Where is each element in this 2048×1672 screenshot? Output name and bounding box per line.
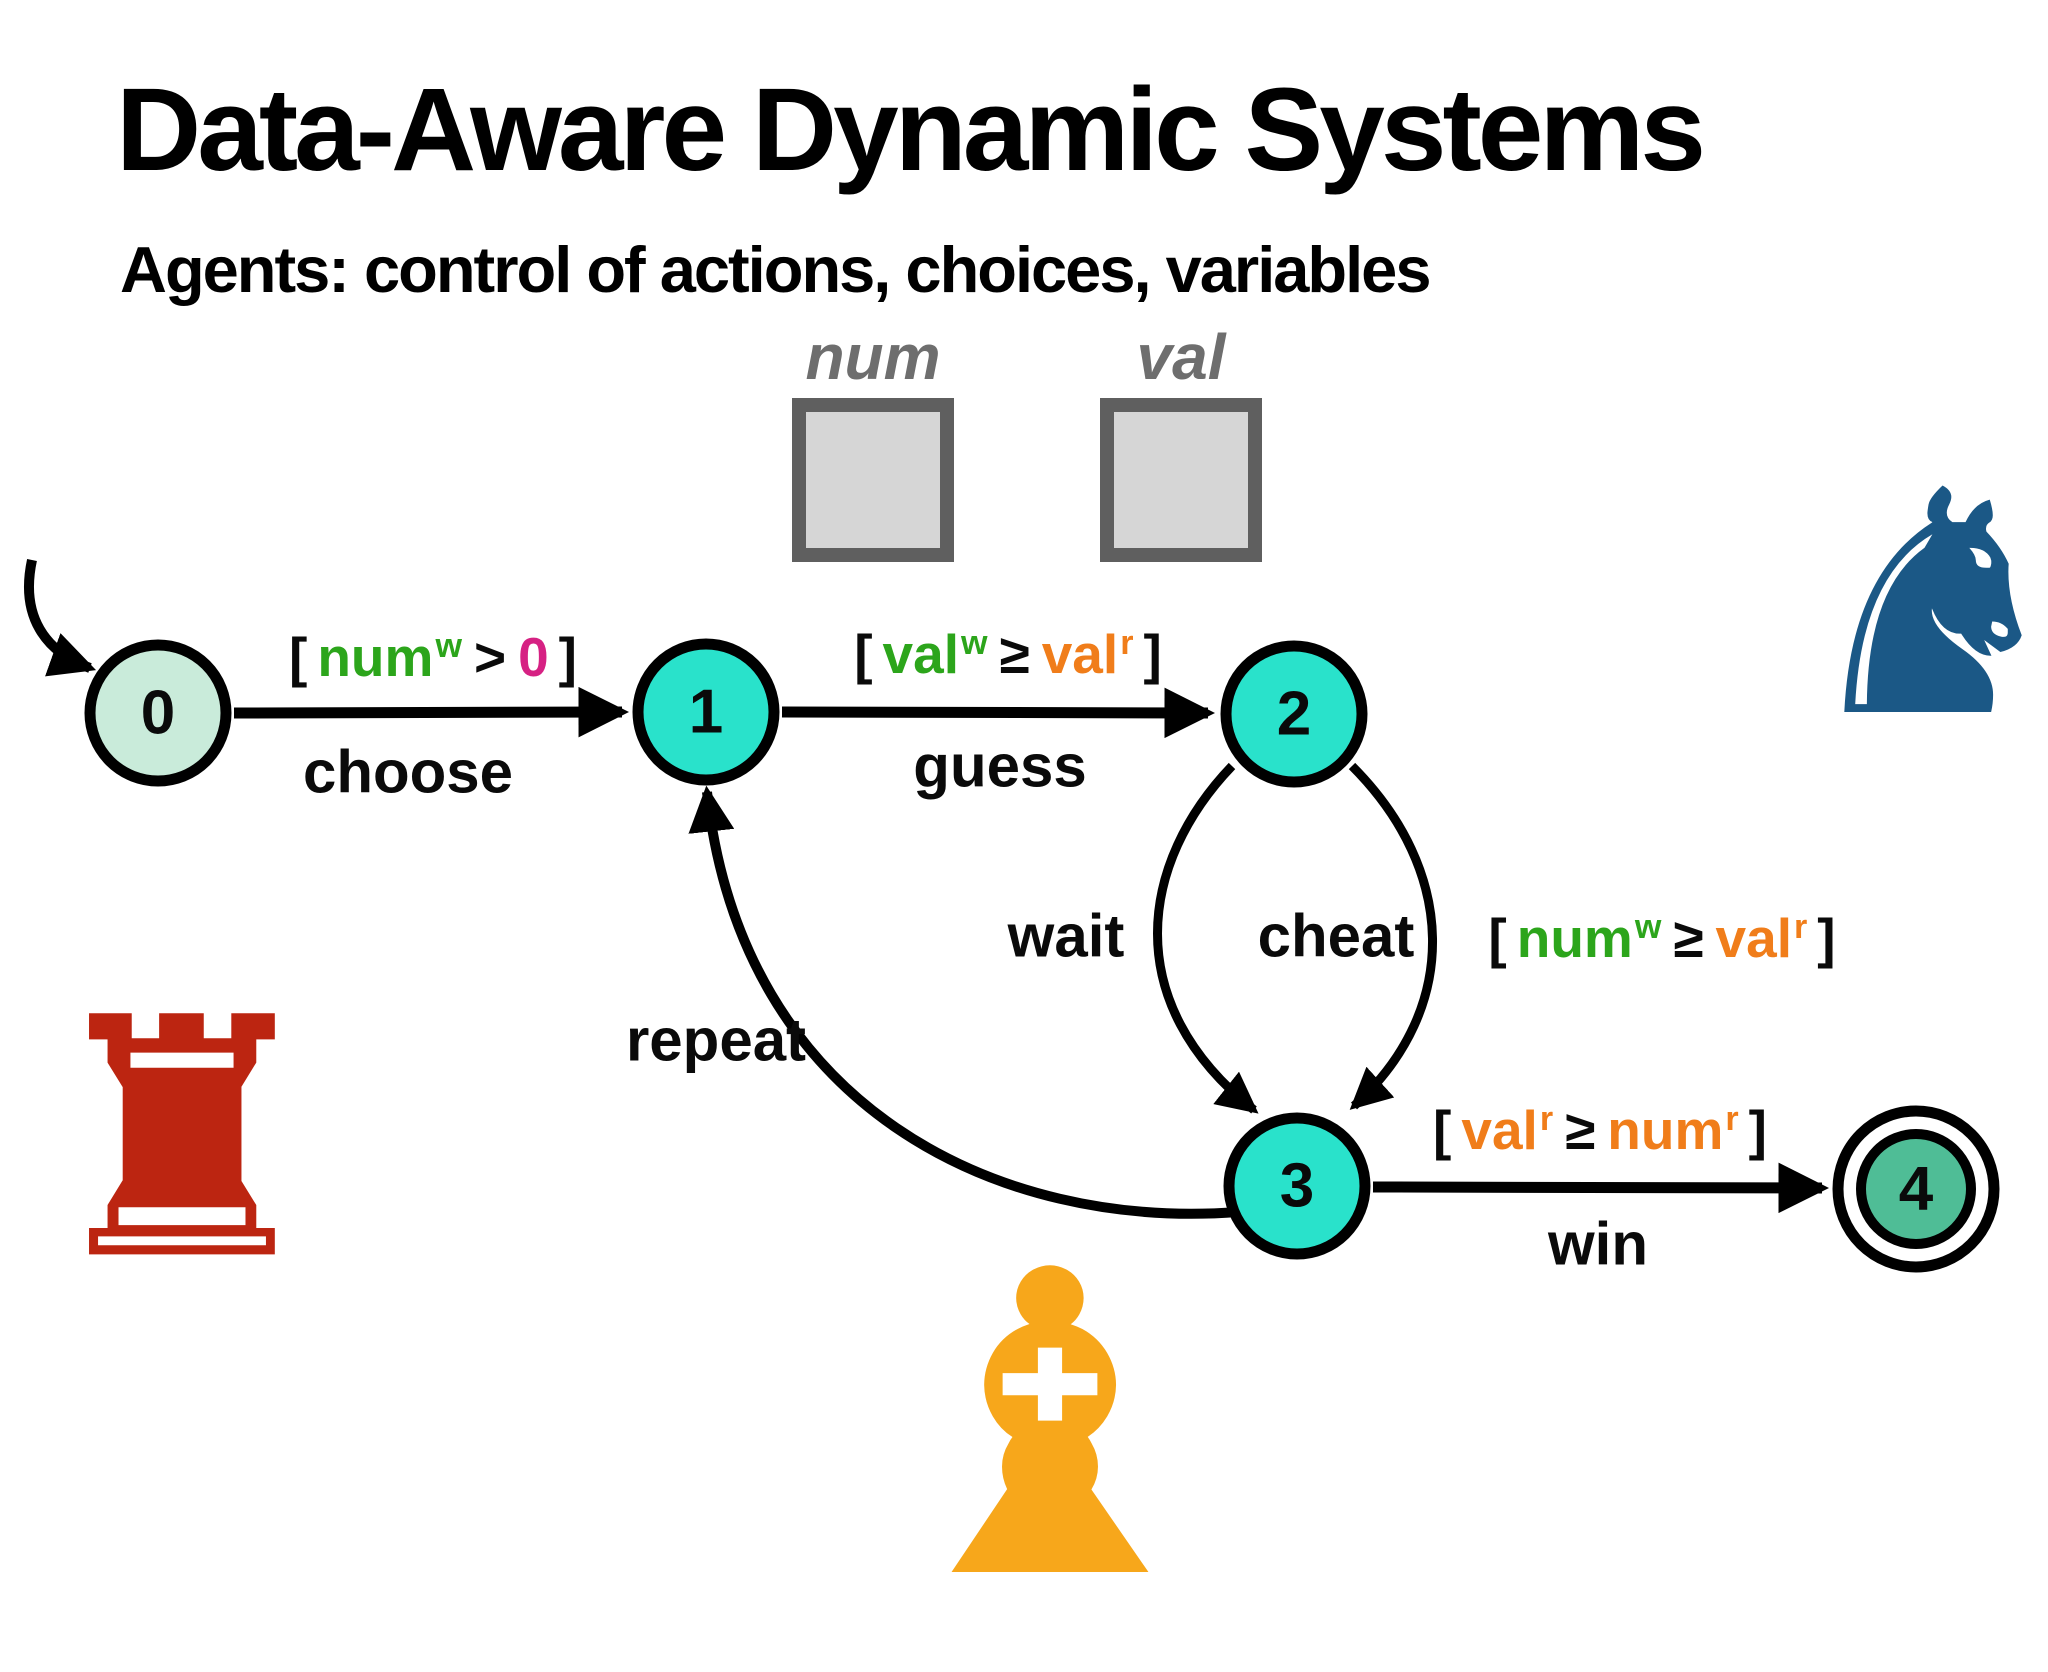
guard-win-lhs-sup: r xyxy=(1539,1100,1554,1139)
edge-guess xyxy=(781,687,1216,739)
guard-win-op: ≥ xyxy=(1565,1099,1596,1161)
state-1-label: 1 xyxy=(689,678,723,747)
slide: { "title": "Data-Aware Dynamic Systems",… xyxy=(24,64,2048,1638)
guard-choose-close: ] xyxy=(558,626,577,688)
state-machine-diagram: 0 1 2 3 4 xyxy=(24,558,2000,1273)
state-2-label: 2 xyxy=(1277,680,1311,749)
guard-cheat-close: ] xyxy=(1817,907,1836,969)
edge-win xyxy=(1372,1162,1830,1214)
guard-guess-op: ≥ xyxy=(999,623,1030,685)
variable-val-box xyxy=(1100,398,1262,563)
state-0 xyxy=(84,639,232,787)
edge-cheat xyxy=(1348,762,1437,1110)
state-4-label: 4 xyxy=(1899,1155,1934,1224)
page-subtitle: Agents: control of actions, choices, var… xyxy=(120,233,1431,306)
guard-choose: [numw >0] xyxy=(289,625,577,689)
state-3 xyxy=(1223,1112,1371,1260)
state-4 xyxy=(1856,1129,1976,1249)
bishop-icon: ♝ xyxy=(862,1218,1239,1638)
action-cheat: cheat xyxy=(1257,902,1415,970)
knight-icon: ♞ xyxy=(1794,425,2048,786)
action-wait: wait xyxy=(1007,902,1125,970)
guard-choose-rhs: 0 xyxy=(518,626,549,688)
guard-guess: [valw≥valr] xyxy=(854,622,1162,686)
edge-repeat xyxy=(688,785,1239,1219)
guard-cheat-rhs: val xyxy=(1715,907,1793,969)
guard-win-open: [ xyxy=(1433,1099,1452,1161)
action-guess: guess xyxy=(913,732,1087,800)
guard-cheat-op: ≥ xyxy=(1673,907,1704,969)
variable-num: num xyxy=(788,321,958,563)
action-repeat: repeat xyxy=(625,1006,807,1074)
guard-choose-op: > xyxy=(473,626,507,688)
guard-win: [valr≥numr] xyxy=(1433,1098,1767,1162)
guard-guess-rhs-sup: r xyxy=(1120,624,1134,663)
page-title: Data-Aware Dynamic Systems xyxy=(116,64,1706,196)
variable-num-box xyxy=(792,398,954,563)
action-win: win xyxy=(1548,1210,1648,1278)
guard-win-lhs: val xyxy=(1461,1099,1538,1161)
state-0-label: 0 xyxy=(141,679,175,748)
guard-win-rhs-sup: r xyxy=(1725,1100,1739,1139)
guard-cheat-open: [ xyxy=(1488,907,1507,969)
guard-guess-lhs-sup: w xyxy=(961,624,988,663)
variable-num-label: num xyxy=(805,321,941,393)
guard-choose-open: [ xyxy=(289,626,308,688)
guard-choose-lhs: num xyxy=(317,626,434,688)
variable-val-label: val xyxy=(1136,321,1226,393)
state-2 xyxy=(1220,640,1368,788)
guard-guess-rhs: val xyxy=(1041,623,1119,685)
guard-guess-open: [ xyxy=(854,623,873,685)
bishop-glyph: ♝ xyxy=(861,1183,1239,1672)
guard-cheat: [numw ≥valr] xyxy=(1488,906,1835,970)
guard-cheat-lhs: num xyxy=(1516,907,1633,969)
action-choose: choose xyxy=(302,738,514,806)
guard-win-close: ] xyxy=(1748,1099,1767,1161)
state-1 xyxy=(632,638,780,786)
guard-cheat-rhs-sup: r xyxy=(1794,908,1808,947)
edge-choose xyxy=(233,686,630,738)
guard-cheat-lhs-sup: w xyxy=(1634,908,1662,947)
edge-wait xyxy=(1153,762,1259,1114)
rook-glyph: ♜ xyxy=(34,948,330,1332)
guard-guess-lhs: val xyxy=(882,623,960,685)
knight-glyph: ♞ xyxy=(1794,425,2048,786)
guard-choose-lhs-sup: w xyxy=(435,627,462,666)
guard-guess-close: ] xyxy=(1143,623,1162,685)
state-3-label: 3 xyxy=(1280,1152,1314,1221)
variable-val: val xyxy=(1096,321,1266,563)
initial-arrow xyxy=(24,558,97,677)
guard-win-rhs: num xyxy=(1607,1099,1724,1161)
rook-icon: ♜ xyxy=(34,975,330,1305)
